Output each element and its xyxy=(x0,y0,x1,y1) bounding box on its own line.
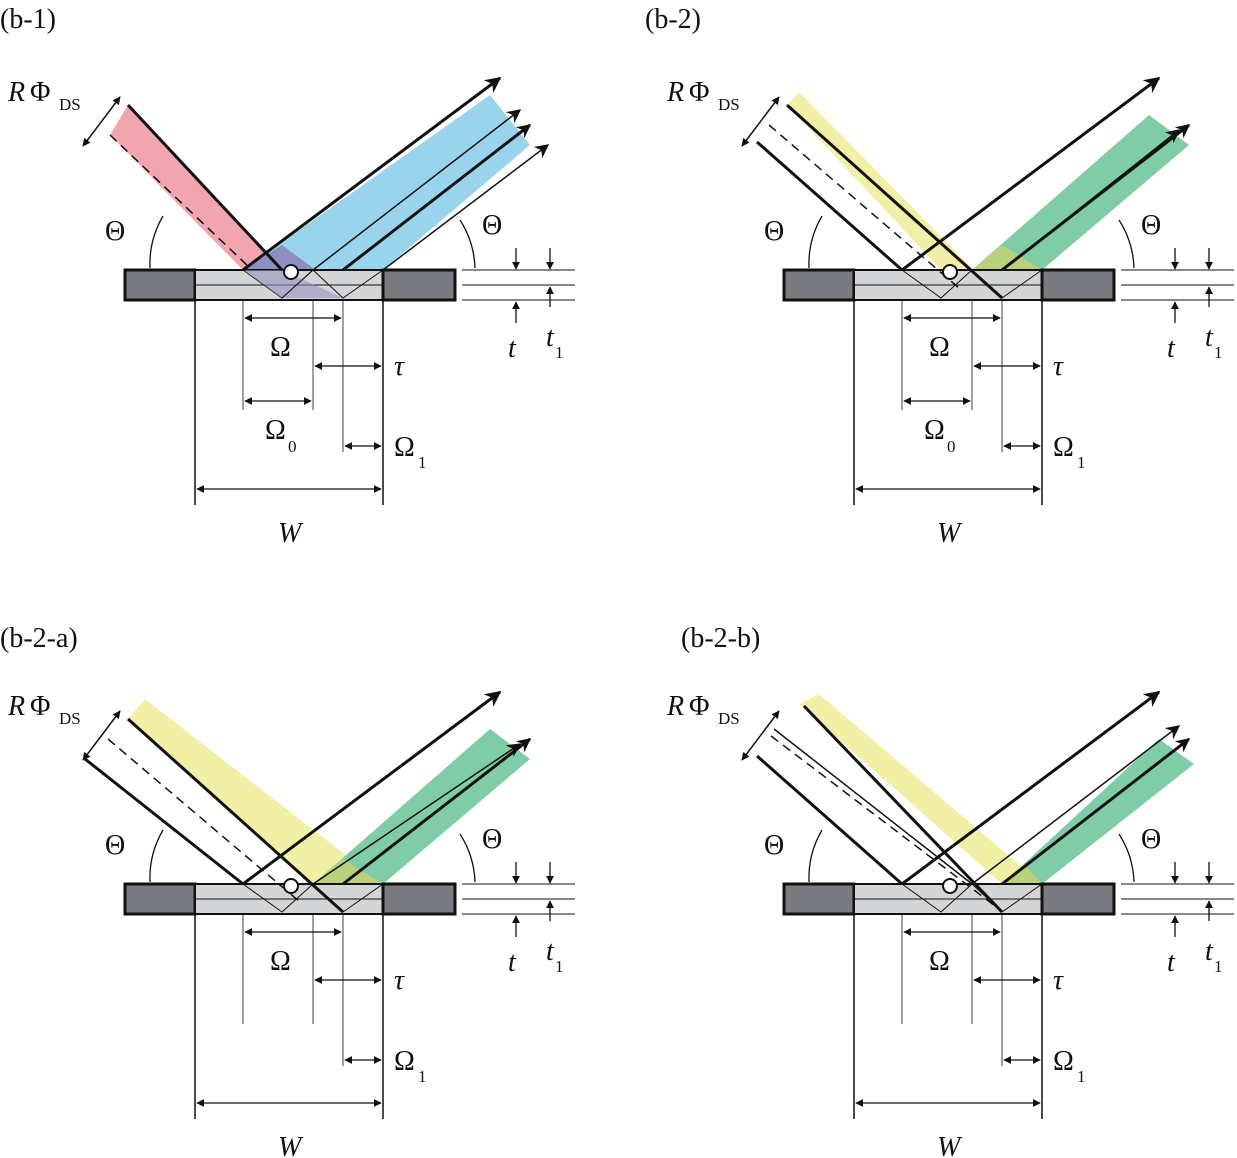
phi-symbol: Φ xyxy=(689,691,709,722)
omega1-label: Ω xyxy=(394,1046,415,1077)
omega1-label: Ω xyxy=(394,432,415,463)
tau-label: τ xyxy=(1053,965,1064,996)
t1-subscript: 1 xyxy=(1214,343,1223,362)
t1-subscript: 1 xyxy=(555,343,564,362)
phi-subscript: DS xyxy=(718,95,740,114)
theta-label-left: Θ xyxy=(764,830,784,861)
omega0-subscript: 0 xyxy=(947,437,956,456)
theta-label-left: Θ xyxy=(105,830,125,861)
tau-label: τ xyxy=(394,351,405,382)
omega1-label: Ω xyxy=(1053,1046,1074,1077)
incident-ray xyxy=(785,103,1004,300)
reflected-beam xyxy=(243,95,530,270)
t1-label: t xyxy=(1205,322,1214,353)
reflected-ray xyxy=(242,690,502,886)
omega1-subscript: 1 xyxy=(1077,1067,1086,1086)
omega-label: Ω xyxy=(270,946,291,977)
omega0-subscript: 0 xyxy=(288,437,297,456)
incident-ray xyxy=(126,717,345,914)
phi-symbol: Φ xyxy=(689,77,709,108)
incident-beam xyxy=(128,699,383,912)
t1-subscript: 1 xyxy=(555,957,564,976)
omega-label: Ω xyxy=(270,332,291,363)
omega1-label: Ω xyxy=(1053,432,1074,463)
w-label: W xyxy=(937,518,963,549)
r-label: R xyxy=(7,77,25,108)
theta-label-right: Θ xyxy=(482,210,502,241)
panel-b2b: (b-2-b) R Φ DS Θ Θ Ω τ Ω 1 W t t 1 xyxy=(666,623,1234,1158)
panel-title: (b-1) xyxy=(0,4,56,35)
phi-symbol: Φ xyxy=(30,691,50,722)
incident-ray xyxy=(802,704,1004,914)
r-label: R xyxy=(666,691,684,722)
t1-label: t xyxy=(1205,936,1214,967)
w-label: W xyxy=(278,518,304,549)
reflected-ray xyxy=(901,76,1161,272)
t-label: t xyxy=(1167,947,1176,978)
t-label: t xyxy=(508,947,517,978)
reflected-beam xyxy=(972,115,1189,270)
omega1-subscript: 1 xyxy=(418,1067,427,1086)
phi-subscript: DS xyxy=(718,709,740,728)
phi-subscript: DS xyxy=(59,709,81,728)
phi-symbol: Φ xyxy=(30,77,50,108)
focus-point-marker xyxy=(283,264,299,280)
t-label: t xyxy=(508,333,517,364)
theta-label-left: Θ xyxy=(105,216,125,247)
omega1-subscript: 1 xyxy=(1077,453,1086,472)
panel-b2a: (b-2-a) R Φ DS Θ Θ Ω τ Ω 1 W t t 1 xyxy=(0,623,575,1158)
reflected-ray xyxy=(242,76,502,272)
panel-title: (b-2) xyxy=(645,4,701,35)
reflected-ray xyxy=(901,690,1161,886)
omega-label: Ω xyxy=(929,946,950,977)
focus-point-marker xyxy=(942,264,958,280)
t1-subscript: 1 xyxy=(1214,957,1223,976)
w-label: W xyxy=(278,1132,304,1158)
w-label: W xyxy=(937,1132,963,1158)
theta-label-right: Θ xyxy=(1141,824,1161,855)
r-label: R xyxy=(7,691,25,722)
omega0-label: Ω xyxy=(924,415,945,446)
t1-label: t xyxy=(546,322,555,353)
phi-subscript: DS xyxy=(59,95,81,114)
r-label: R xyxy=(666,77,684,108)
incident-beam xyxy=(110,105,282,270)
t-label: t xyxy=(1167,333,1176,364)
incident-ray xyxy=(126,103,284,272)
panel-title: (b-2-a) xyxy=(0,623,78,654)
theta-label-right: Θ xyxy=(482,824,502,855)
incident-beam xyxy=(799,694,1042,912)
focus-point-marker xyxy=(942,878,958,894)
theta-label-left: Θ xyxy=(764,216,784,247)
tau-label: τ xyxy=(1053,351,1064,382)
focus-point-marker xyxy=(283,878,299,894)
panel-title: (b-2-b) xyxy=(681,623,760,654)
panel-b1: (b-1) R Φ DS Θ Θ Ω τ Ω 0 Ω 1 W t t 1 xyxy=(0,4,575,549)
panel-b2: (b-2) R Φ DS Θ Θ Ω τ Ω 0 Ω 1 W t t 1 xyxy=(645,4,1234,549)
omega1-subscript: 1 xyxy=(418,453,427,472)
t1-label: t xyxy=(546,936,555,967)
tau-label: τ xyxy=(394,965,405,996)
omega0-label: Ω xyxy=(265,415,286,446)
incident-beam xyxy=(787,92,972,270)
theta-label-right: Θ xyxy=(1141,210,1161,241)
reflected-beam xyxy=(313,729,530,884)
omega-label: Ω xyxy=(929,332,950,363)
